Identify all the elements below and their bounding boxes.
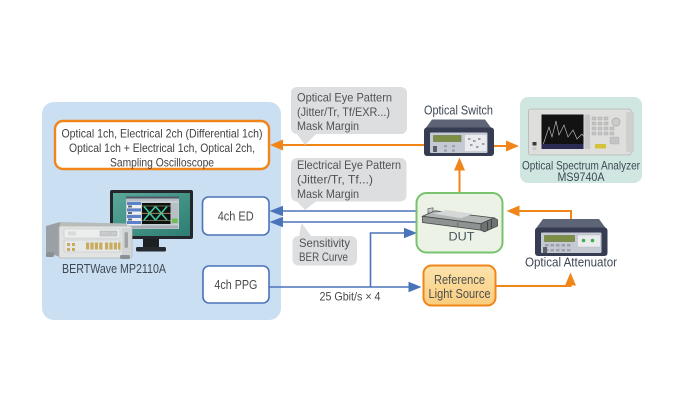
- svg-text:Optical Attenuator: Optical Attenuator: [525, 256, 617, 270]
- svg-text:(Jitter/Tr, Tf/EXR...): (Jitter/Tr, Tf/EXR...): [297, 105, 390, 119]
- svg-text:Optical Eye Pattern: Optical Eye Pattern: [297, 91, 392, 105]
- svg-text:BERTWave MP2110A: BERTWave MP2110A: [62, 261, 166, 276]
- svg-text:4ch PPG: 4ch PPG: [214, 278, 257, 292]
- svg-text:Reference: Reference: [434, 273, 485, 287]
- svg-text:Sensitivity: Sensitivity: [299, 236, 350, 250]
- svg-text:MS9740A: MS9740A: [558, 170, 605, 184]
- svg-text:25 Gbit/s × 4: 25 Gbit/s × 4: [320, 289, 381, 303]
- svg-text:Electrical Eye Pattern: Electrical Eye Pattern: [297, 158, 401, 172]
- svg-text:Light Source: Light Source: [429, 287, 491, 301]
- svg-text:DUT: DUT: [449, 231, 475, 243]
- svg-text:Mask Margin: Mask Margin: [297, 187, 359, 201]
- svg-text:Mask Margin: Mask Margin: [297, 119, 359, 133]
- svg-text:4ch ED: 4ch ED: [218, 209, 254, 223]
- svg-text:Optical 1ch, Electrical 2ch (D: Optical 1ch, Electrical 2ch (Differentia…: [62, 126, 263, 140]
- svg-text:Optical Spectrum Analyzer: Optical Spectrum Analyzer: [522, 158, 640, 172]
- svg-text:Optical Switch: Optical Switch: [424, 103, 493, 117]
- svg-text:Optical 1ch + Electrical 1ch,: Optical 1ch + Electrical 1ch, Optical 2c…: [69, 141, 255, 155]
- svg-text:(Jitter/Tr, Tf...): (Jitter/Tr, Tf...): [297, 173, 373, 187]
- svg-text:BER Curve: BER Curve: [299, 250, 348, 264]
- svg-text:Sampling Oscilloscope: Sampling Oscilloscope: [110, 156, 214, 170]
